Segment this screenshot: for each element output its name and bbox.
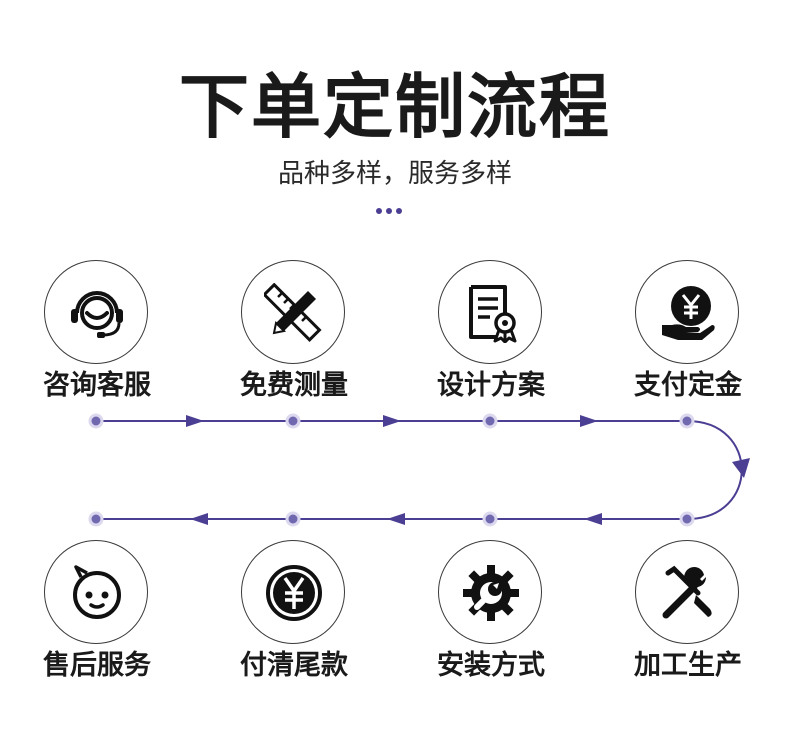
arrow-down bbox=[732, 458, 750, 478]
step-label: 设计方案 bbox=[437, 370, 545, 401]
arrow-right bbox=[383, 415, 401, 427]
step-design-plan: 设计方案 bbox=[416, 260, 566, 410]
gear-wrench-icon bbox=[438, 540, 542, 644]
step-final-payment: 付清尾款 bbox=[219, 540, 369, 690]
step-label: 支付定金 bbox=[634, 370, 742, 401]
step-label: 咨询客服 bbox=[43, 370, 151, 401]
customer-service-headset-icon bbox=[44, 260, 148, 364]
step-pay-deposit: 支付定金 bbox=[613, 260, 763, 410]
step-production: 加工生产 bbox=[613, 540, 763, 690]
step-free-measure: 免费测量 bbox=[219, 260, 369, 410]
arrow-left bbox=[190, 513, 208, 525]
yuan-coin-hand-icon bbox=[635, 260, 739, 364]
arrow-left bbox=[387, 513, 405, 525]
page-title: 下单定制流程 bbox=[179, 66, 611, 148]
step-label: 加工生产 bbox=[634, 650, 742, 681]
arrow-left bbox=[584, 513, 602, 525]
page-subtitle: 品种多样，服务多样 bbox=[277, 159, 512, 189]
step-after-sales: 售后服务 bbox=[22, 540, 172, 690]
document-certificate-icon bbox=[438, 260, 542, 364]
step-consult-service: 咨询客服 bbox=[22, 260, 172, 410]
arrow-right bbox=[580, 415, 598, 427]
yuan-coin-icon bbox=[241, 540, 345, 644]
step-label: 售后服务 bbox=[43, 650, 151, 681]
step-label: 安装方式 bbox=[437, 650, 545, 681]
step-label: 付清尾款 bbox=[240, 650, 348, 681]
step-label: 免费测量 bbox=[240, 370, 348, 401]
smiley-face-icon bbox=[44, 540, 148, 644]
wrench-screwdriver-icon bbox=[635, 540, 739, 644]
decorative-dots bbox=[376, 208, 416, 218]
step-installation: 安装方式 bbox=[416, 540, 566, 690]
arrow-right bbox=[186, 415, 204, 427]
ruler-pencil-icon bbox=[241, 260, 345, 364]
